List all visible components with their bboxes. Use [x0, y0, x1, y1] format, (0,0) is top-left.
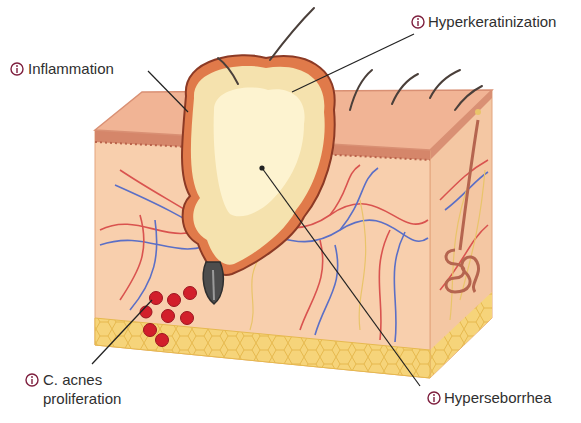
fat-layer-side [430, 292, 492, 378]
info-icon [26, 374, 38, 386]
leader-lines [92, 34, 420, 386]
bacteria-cluster [140, 287, 197, 347]
info-icon [11, 63, 23, 75]
callout-label: Inflammation [28, 59, 114, 78]
sweat-gland [446, 120, 479, 292]
info-icon [428, 392, 440, 404]
leader-dot [259, 165, 264, 170]
fat-layer-front [95, 318, 430, 378]
callout-label: C. acnes proliferation [43, 370, 139, 408]
callout-label: Hyperkeratinization [428, 12, 556, 31]
callout-label: Hyperseborrhea [444, 388, 552, 407]
comedone [182, 55, 335, 304]
info-icon [412, 16, 424, 28]
pore [475, 109, 481, 115]
